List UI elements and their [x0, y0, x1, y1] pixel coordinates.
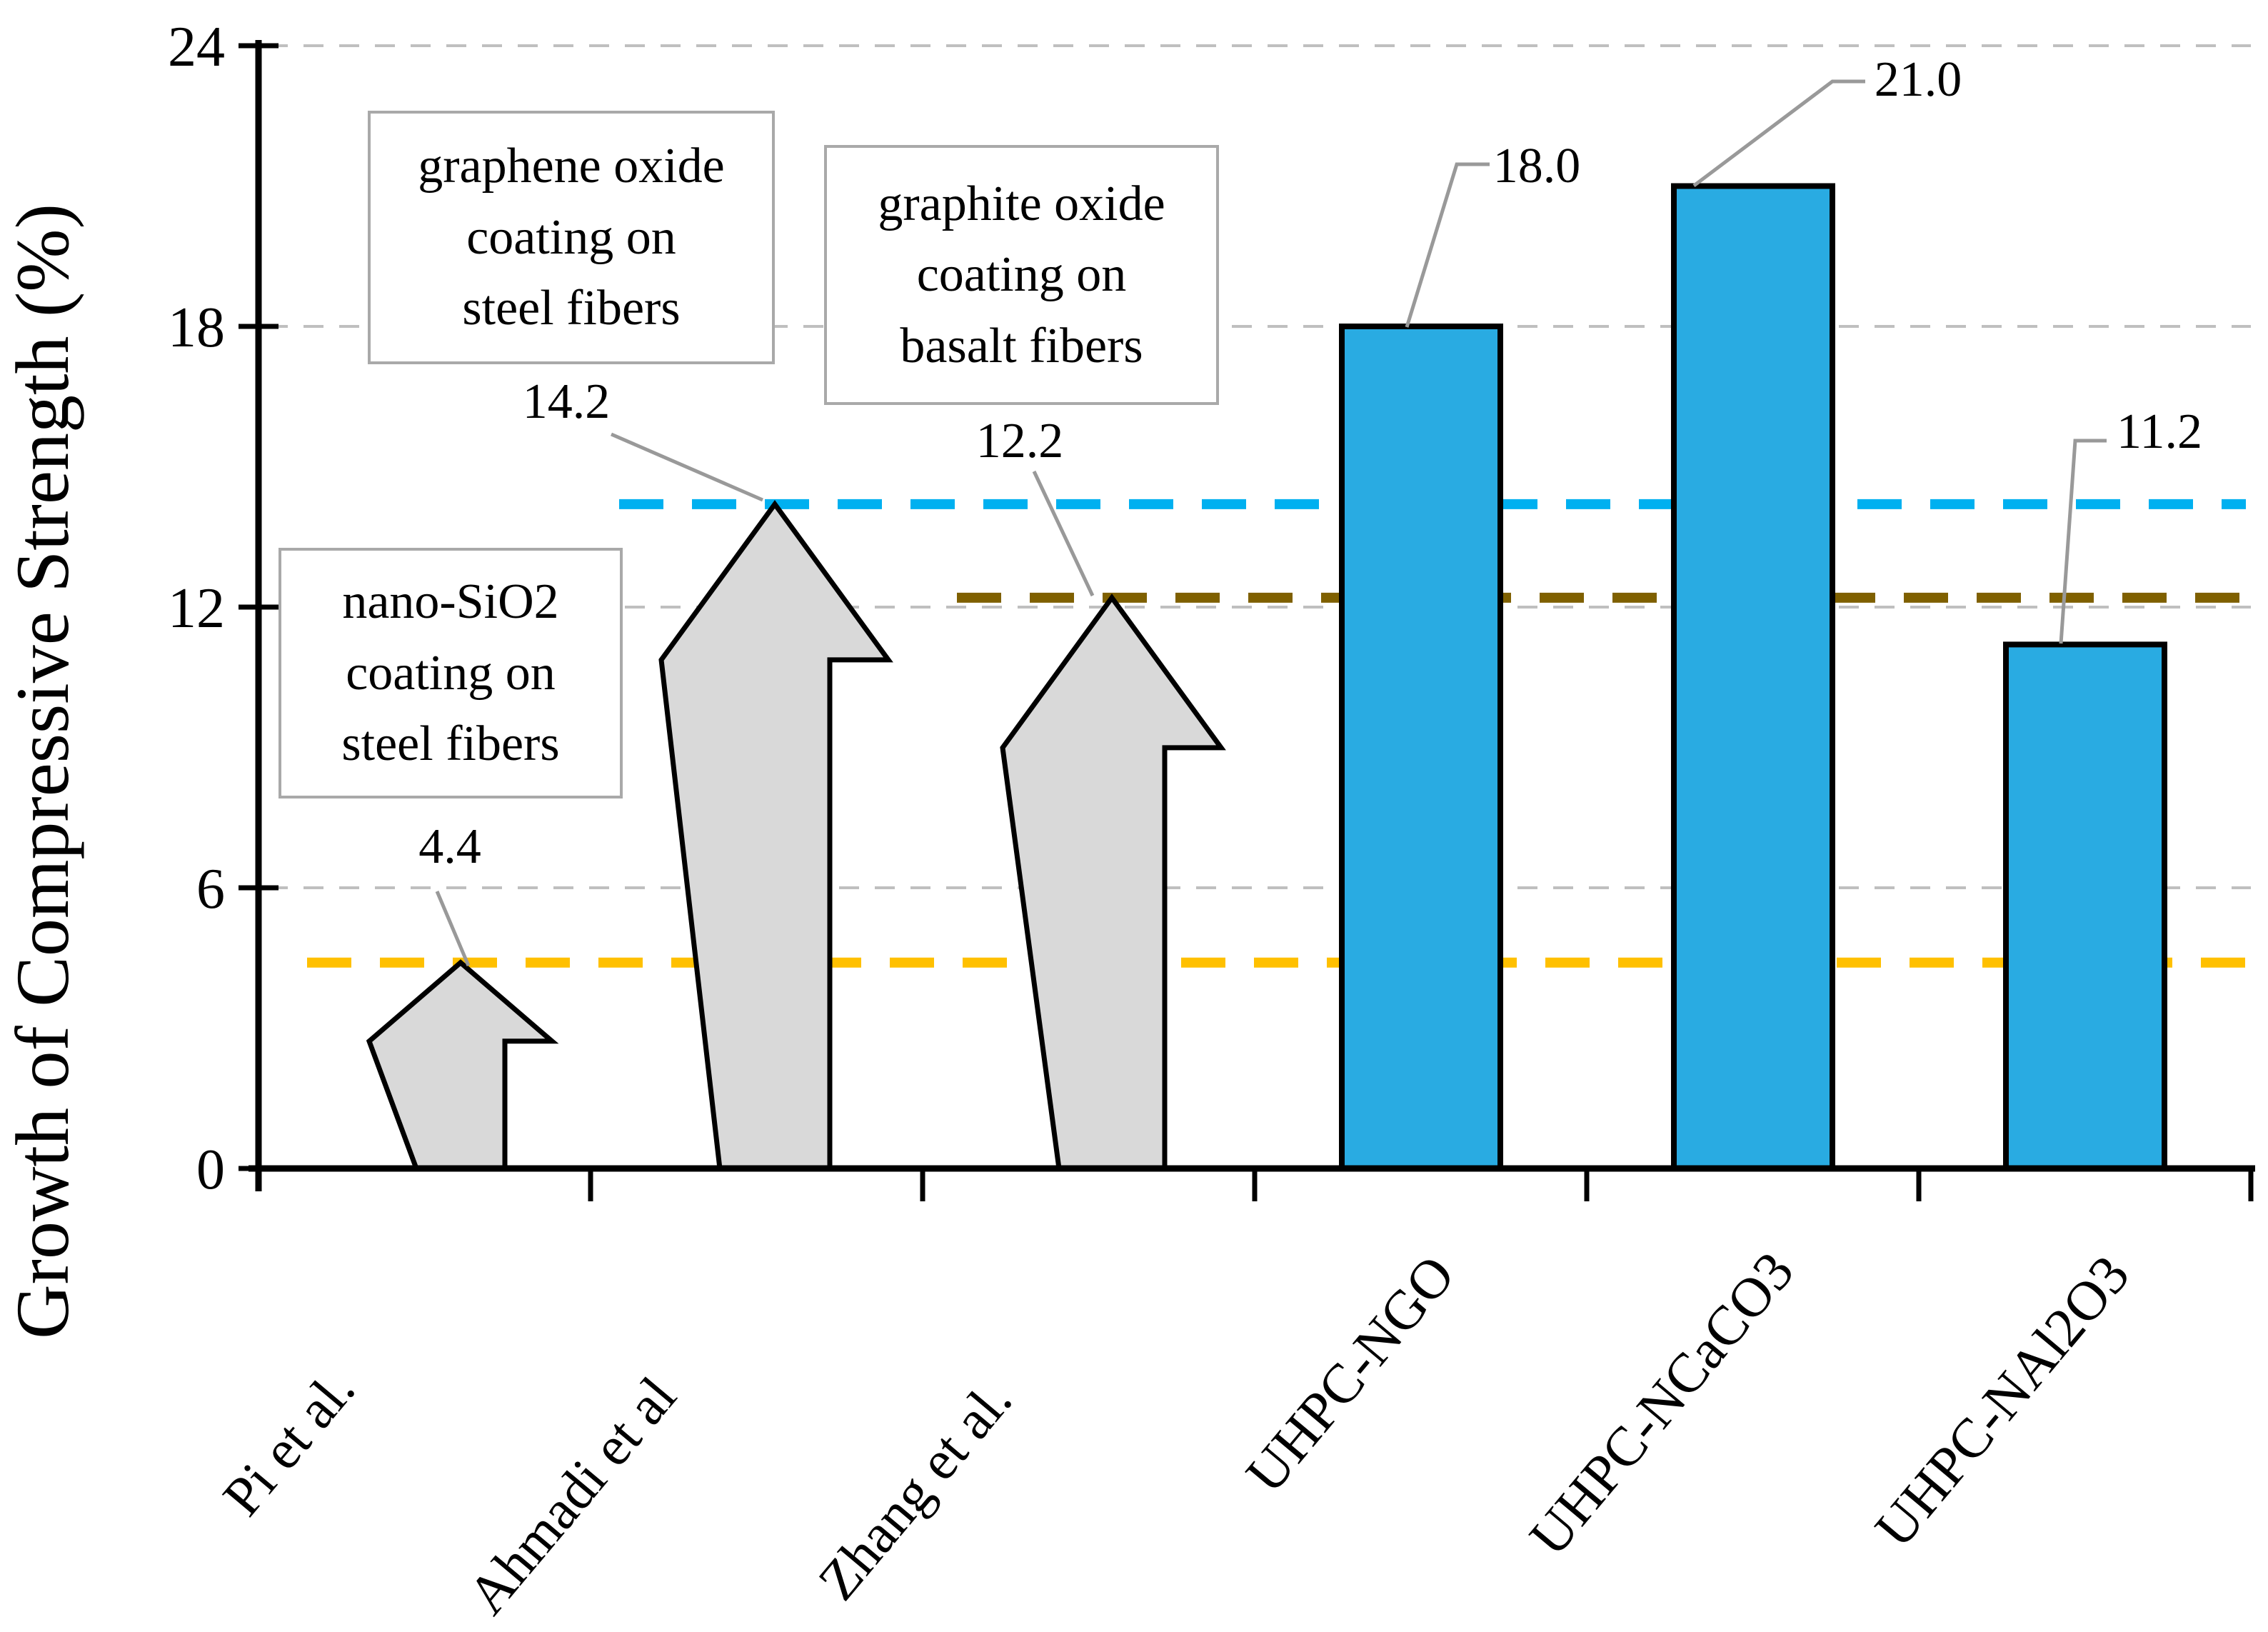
leader-line-Ahmadi et al: [611, 432, 763, 502]
annotation-graphite-oxide-box: graphite oxide coating on basalt fibers: [824, 145, 1219, 405]
leader-line-Zhang et al.: [1032, 470, 1095, 597]
bar-UHPC-NGO: [1339, 324, 1503, 1171]
y-tick-label-24: 24: [168, 16, 225, 79]
data-label-UHPC-NAl2O3: 11.2: [2117, 404, 2202, 459]
leader-line-UHPC-NCaCO3: [1692, 79, 1865, 187]
annotation-nano-sio2-box: nano-SiO2 coating on steel fibers: [279, 548, 623, 799]
data-label-Pi et al.: 4.4: [418, 819, 481, 874]
y-axis-title: Growth of Compressive Strength (%): [1, 204, 84, 1339]
bar-UHPC-NCaCO3: [1671, 183, 1835, 1171]
data-label-Ahmadi et al: 14.2: [522, 374, 611, 429]
leader-line-UHPC-NGO: [1405, 162, 1490, 328]
data-label-UHPC-NGO: 18.0: [1492, 139, 1581, 194]
y-tick-label-6: 6: [196, 858, 225, 921]
data-label-UHPC-NCaCO3: 21.0: [1874, 52, 1962, 107]
arrow-marker-Zhang et al.: [1000, 593, 1226, 1171]
y-tick-label-12: 12: [168, 577, 225, 640]
arrow-marker-Pi et al.: [366, 959, 559, 1171]
y-tick-label-0: 0: [196, 1138, 225, 1201]
data-label-Zhang et al.: 12.2: [975, 414, 1064, 469]
bar-UHPC-NAl2O3: [2003, 641, 2167, 1171]
arrow-marker-Ahmadi et al: [658, 499, 893, 1171]
leader-line-Pi et al.: [435, 891, 471, 966]
y-tick-label-18: 18: [168, 296, 225, 359]
annotation-graphene-oxide-box: graphene oxide coating on steel fibers: [368, 111, 775, 364]
leader-line-UHPC-NAl2O3: [2059, 439, 2107, 644]
